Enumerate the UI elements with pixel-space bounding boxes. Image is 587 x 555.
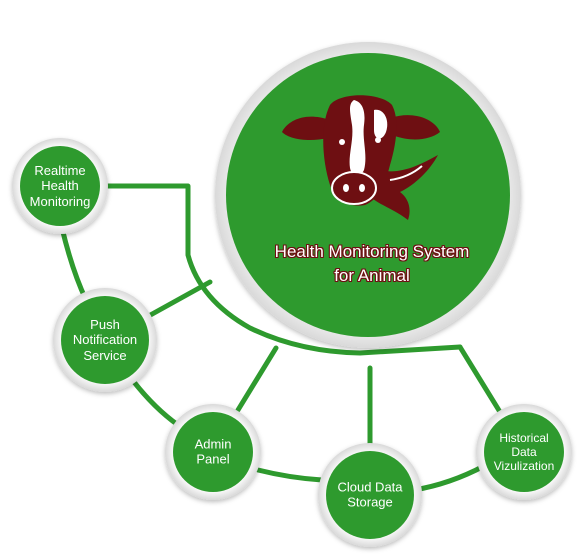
node-historical-label: Historical Data Vizulization xyxy=(494,431,554,473)
node-historical xyxy=(476,404,572,500)
node-admin-label: Admin Panel xyxy=(195,437,232,468)
node-push-line2: Notification xyxy=(72,332,138,348)
node-realtime-label: Realtime Health Monitoring xyxy=(30,163,91,209)
hub-title-line1: Health Monitoring System xyxy=(274,242,470,262)
node-push-line3: Service xyxy=(83,347,127,363)
node-push-line1: Push xyxy=(90,317,120,333)
node-cloud-line1: Cloud Data xyxy=(337,479,403,495)
cow-head-icon xyxy=(282,95,440,220)
node-push-label: Push Notification Service xyxy=(73,317,137,363)
connector-admin-cloud xyxy=(255,467,325,483)
hub-title-line2: for Animal xyxy=(334,266,410,285)
node-realtime-line2: Health xyxy=(41,178,79,194)
connector-push-hub xyxy=(142,279,213,321)
connector-historical-hub xyxy=(457,344,503,415)
node-cloud-line2: Storage xyxy=(347,495,393,510)
connector-cloud-historical xyxy=(411,463,487,493)
node-admin-line2: Panel xyxy=(196,452,230,467)
node-historical-line3: Vizulization xyxy=(493,459,555,474)
node-realtime xyxy=(12,138,108,234)
node-cloud xyxy=(318,443,422,547)
node-realtime-line3: Monitoring xyxy=(29,193,91,209)
node-admin xyxy=(165,404,261,500)
node-push xyxy=(53,288,157,392)
node-historical-line1: Historical xyxy=(499,430,549,445)
hub-title: Health Monitoring System for Animal xyxy=(275,240,470,288)
connector-realtime-hub xyxy=(97,183,463,356)
node-realtime-line1: Realtime xyxy=(34,163,86,179)
node-admin-line1: Admin xyxy=(194,436,232,452)
connector-admin-hub xyxy=(235,345,279,413)
node-cloud-label: Cloud Data Storage xyxy=(337,480,402,511)
node-historical-line2: Data xyxy=(511,444,537,459)
connector-outer-arc xyxy=(59,225,89,303)
